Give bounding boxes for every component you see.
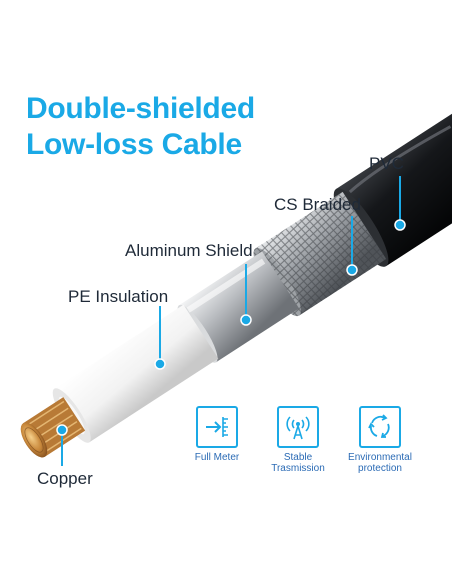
feature-environmental-protection: Environmental protection <box>340 406 420 474</box>
feature-full-meter: Full Meter <box>182 406 252 463</box>
feature-label: Stable Trasmission <box>271 452 325 474</box>
braided-label: CS Braided <box>274 195 361 214</box>
pe-pointer-dot <box>154 358 166 370</box>
feature-icon-box <box>277 406 319 448</box>
aluminum-pointer-dot <box>240 314 252 326</box>
headline-line-1: Double-shielded <box>26 92 255 125</box>
feature-stable-transmission: Stable Trasmission <box>262 406 334 474</box>
pvc-pointer-dot <box>394 219 406 231</box>
signal-tower-icon <box>286 416 310 440</box>
feature-icon-box <box>359 406 401 448</box>
feature-label: Environmental protection <box>348 452 412 474</box>
copper-conductor <box>20 397 86 458</box>
recycle-arrows-icon <box>368 414 390 438</box>
feature-icon-box <box>196 406 238 448</box>
copper-label: Copper <box>37 469 93 488</box>
arrow-into-bracket-icon <box>206 417 228 437</box>
aluminum-label: Aluminum Shield <box>125 241 253 260</box>
headline-line-2: Low-loss Cable <box>26 128 242 161</box>
copper-pointer-dot <box>56 424 68 436</box>
pe-label: PE Insulation <box>68 287 169 306</box>
braided-pointer-dot <box>346 264 358 276</box>
feature-label: Full Meter <box>194 452 240 463</box>
pvc-label: PVC <box>369 154 404 173</box>
